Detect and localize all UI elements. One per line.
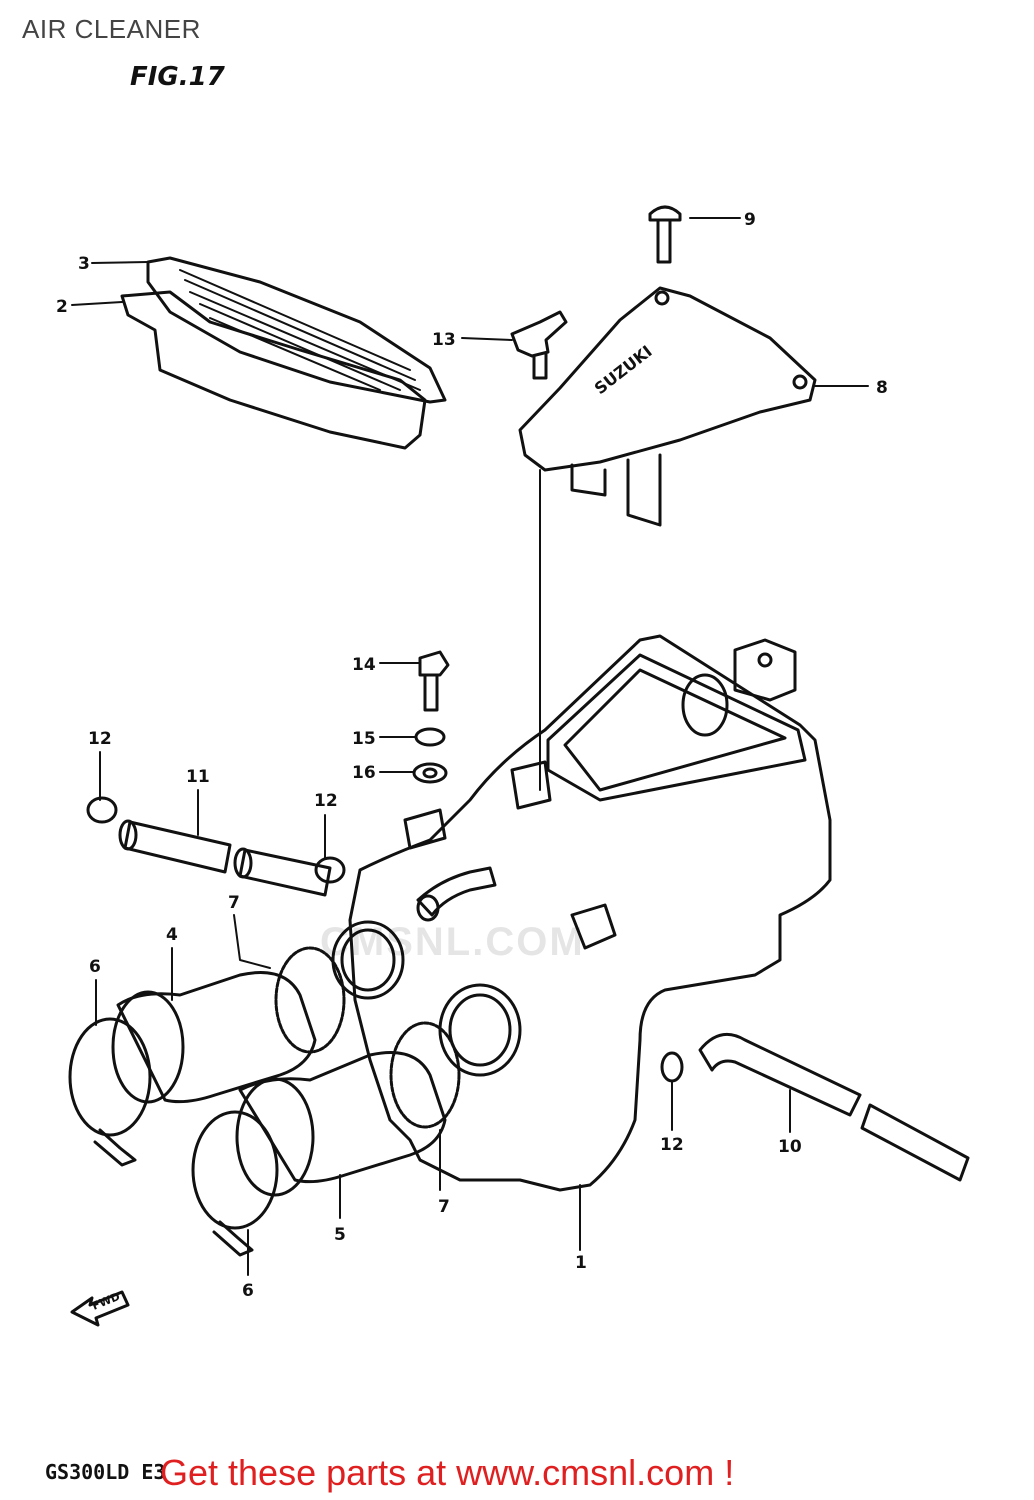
callout-2: 2 bbox=[56, 297, 68, 317]
spring-washer bbox=[414, 727, 446, 747]
intake-pipe-lower bbox=[238, 1051, 447, 1184]
intake-pipe-upper-mouth bbox=[111, 990, 185, 1104]
fwd-arrow-icon bbox=[70, 1290, 130, 1327]
cover-hole-right bbox=[792, 374, 808, 390]
promo-link[interactable]: Get these parts at www.cmsnl.com ! bbox=[160, 1452, 735, 1493]
figure-label: FIG.17 bbox=[130, 62, 225, 92]
hose-clamp-lower-tab bbox=[212, 1220, 254, 1257]
mount-hole bbox=[757, 652, 773, 668]
housing-center-bracket bbox=[510, 760, 552, 810]
filter-mesh-holes bbox=[179, 269, 421, 391]
callout-6-lower: 6 bbox=[242, 1281, 254, 1301]
clip-clamp-middle bbox=[314, 856, 346, 884]
breather-nozzle bbox=[416, 866, 497, 917]
breather-hose-segment-end bbox=[233, 847, 253, 879]
housing-side-bracket bbox=[403, 808, 447, 850]
cover-hole-top bbox=[654, 290, 670, 306]
callout-1: 1 bbox=[575, 1253, 587, 1273]
hose-clamp-upper-tab bbox=[93, 1128, 137, 1167]
housing-mount-bracket bbox=[733, 638, 797, 702]
callout-8: 8 bbox=[876, 378, 888, 398]
callout-10: 10 bbox=[778, 1137, 802, 1157]
callout-4: 4 bbox=[166, 925, 178, 945]
housing-air-port bbox=[681, 673, 729, 737]
model-code: GS300LD E3 bbox=[45, 1460, 166, 1484]
breather-hose-short bbox=[123, 820, 232, 874]
callout-12-left: 12 bbox=[88, 729, 112, 749]
drain-hose-end bbox=[860, 1103, 970, 1182]
plain-washer-hole bbox=[422, 767, 438, 779]
clip-clamp-right bbox=[660, 1051, 684, 1083]
breather-hose-end bbox=[118, 819, 138, 851]
callout-7-lower: 7 bbox=[438, 1197, 450, 1217]
callout-3: 3 bbox=[78, 254, 90, 274]
cover-screw bbox=[648, 205, 682, 264]
spring-ring-lower bbox=[389, 1021, 461, 1129]
callout-15: 15 bbox=[352, 729, 376, 749]
callout-14: 14 bbox=[352, 655, 376, 675]
hose-clamp-lower bbox=[191, 1110, 279, 1230]
cover-flange-right bbox=[626, 453, 662, 527]
callout-7-upper: 7 bbox=[228, 893, 240, 913]
filter-mesh bbox=[146, 256, 447, 404]
bolt bbox=[418, 650, 450, 712]
housing-top-opening bbox=[546, 653, 807, 802]
callout-6-upper: 6 bbox=[89, 957, 101, 977]
filter-element bbox=[120, 290, 427, 450]
callout-9: 9 bbox=[744, 210, 756, 230]
callout-5: 5 bbox=[334, 1225, 346, 1245]
callout-11: 11 bbox=[186, 767, 210, 787]
intake-pipe-lower-mouth bbox=[235, 1077, 315, 1197]
air-cleaner-housing bbox=[348, 634, 832, 1192]
leader-lines bbox=[71, 217, 869, 1276]
callout-16: 16 bbox=[352, 763, 376, 783]
callout-12-middle: 12 bbox=[314, 791, 338, 811]
housing-top-opening-inner bbox=[563, 668, 787, 792]
breather-nozzle-end bbox=[416, 894, 440, 922]
housing-inlet-port-lower-inner bbox=[448, 993, 512, 1067]
breather-hose-segment bbox=[238, 848, 332, 897]
clip-clamp-left bbox=[86, 796, 118, 824]
cover-flange-left bbox=[570, 463, 607, 497]
housing-inlet-port-lower bbox=[438, 983, 522, 1077]
drain-hose bbox=[698, 1032, 862, 1117]
hose-clamp-upper bbox=[68, 1017, 152, 1137]
cover-brand-text: SUZUKI bbox=[591, 342, 656, 399]
plain-washer bbox=[412, 762, 448, 784]
wing-bolt bbox=[510, 310, 568, 380]
air-cleaner-cover bbox=[518, 286, 817, 472]
callout-13: 13 bbox=[432, 330, 456, 350]
housing-lower-bracket bbox=[570, 903, 617, 950]
watermark: CMSNL.COM bbox=[320, 920, 585, 964]
page-title: AIR CLEANER bbox=[22, 14, 201, 44]
spring-ring-upper bbox=[274, 946, 346, 1054]
housing-inlet-port-upper-inner bbox=[340, 928, 396, 992]
callout-12-right: 12 bbox=[660, 1135, 684, 1155]
